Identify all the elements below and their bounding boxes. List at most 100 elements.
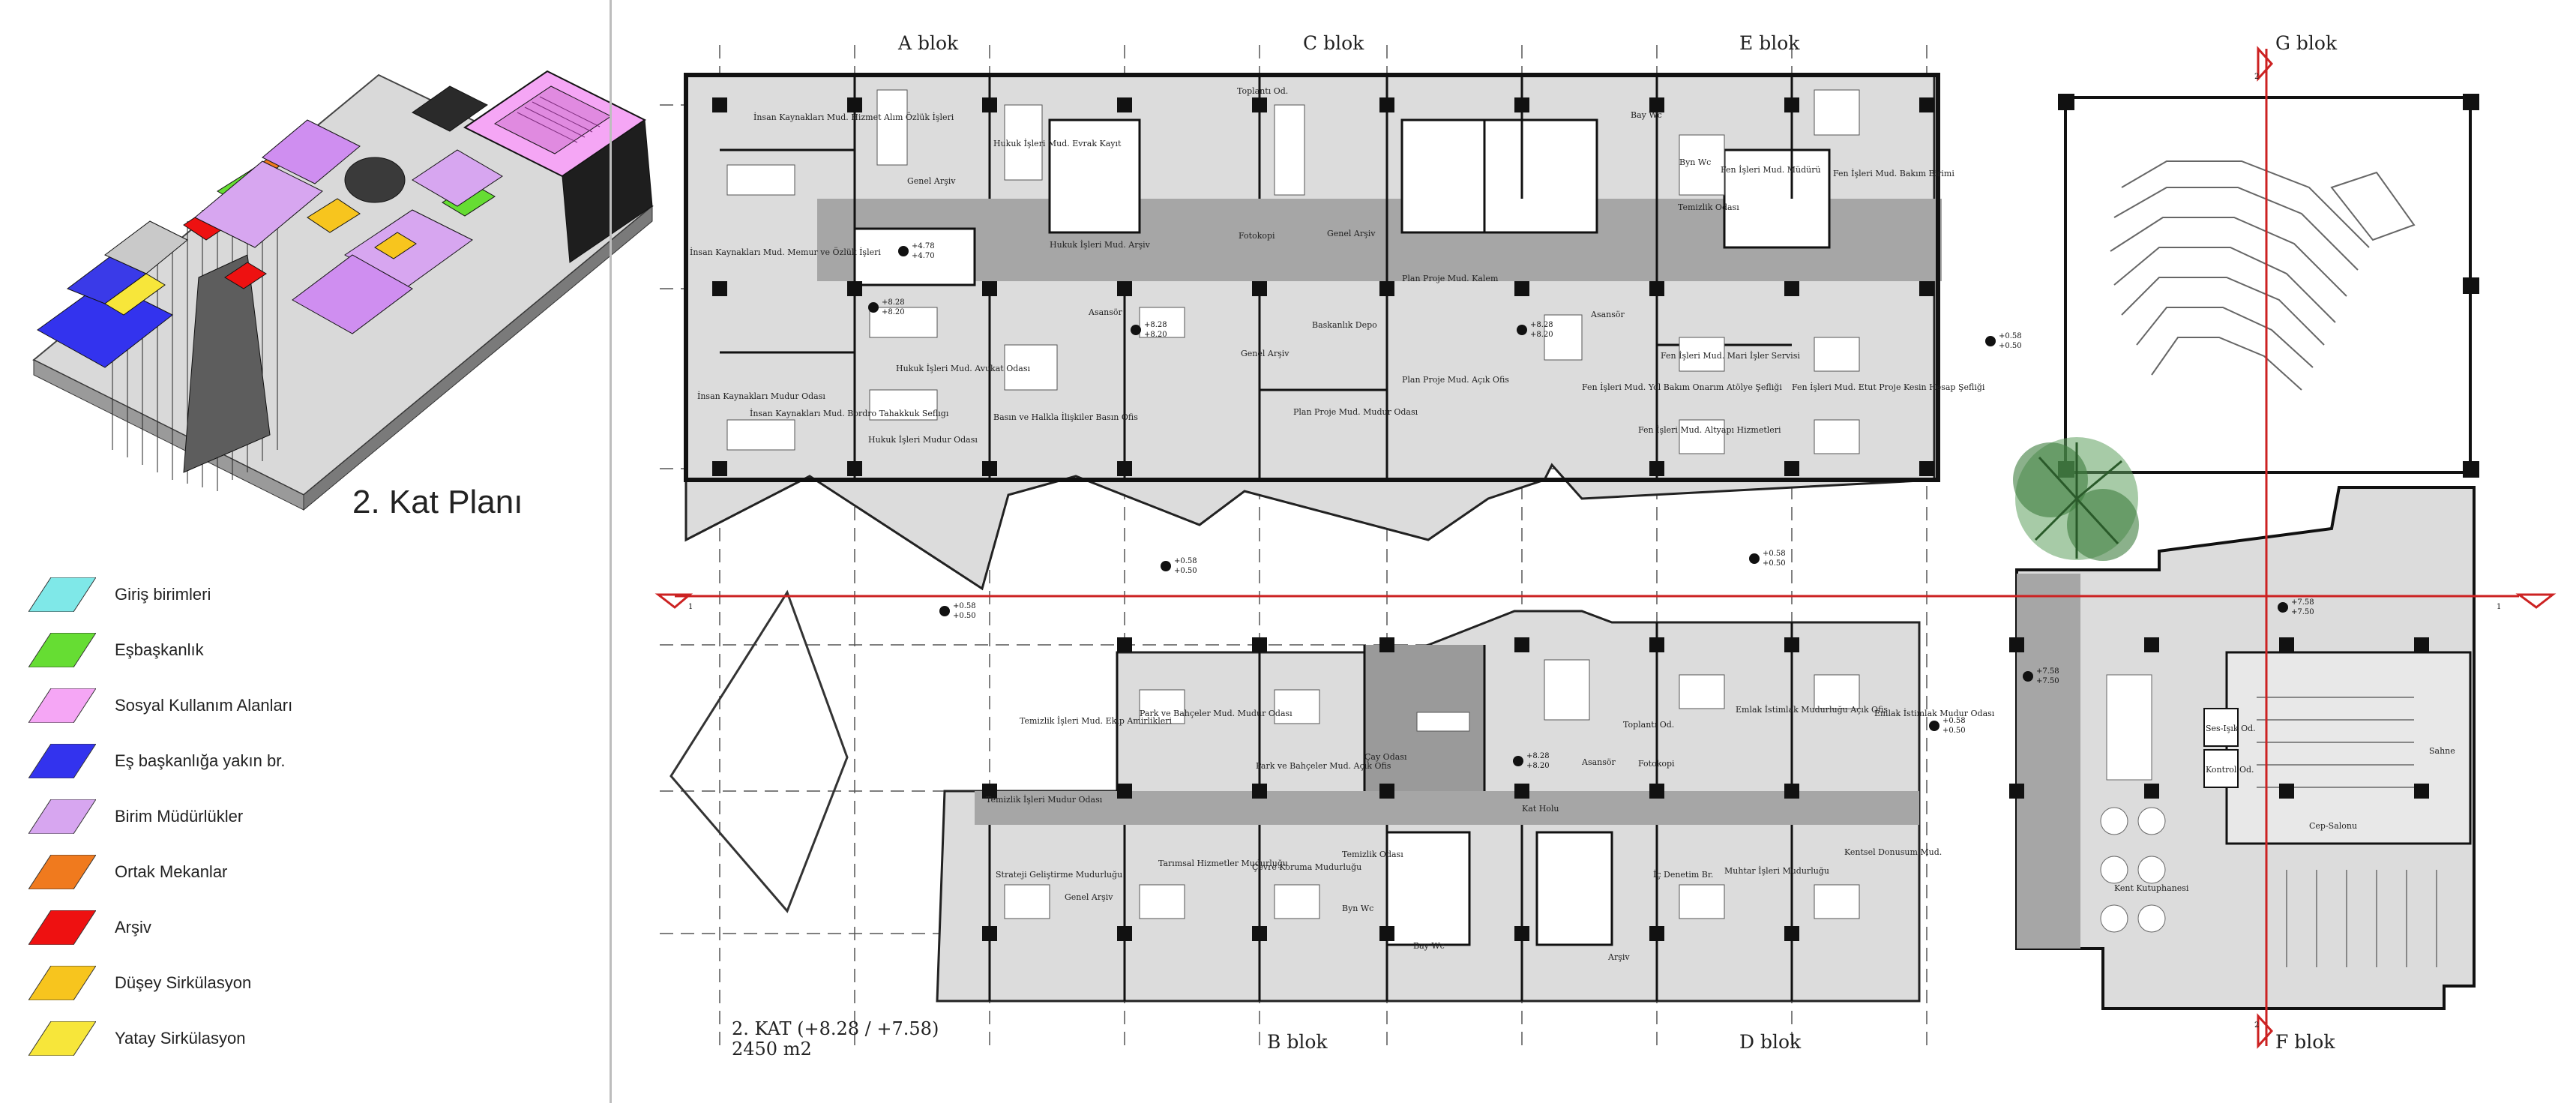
level-marker: +4.78 +4.70: [898, 242, 935, 260]
level-marker: +7.58 +7.50: [2023, 667, 2059, 685]
axo-violet-zone-5: [412, 149, 503, 207]
plan-title: 2. Kat Planı: [352, 484, 523, 520]
room-label: İnsan Kaynakları Mud. Bordro Tahakkuk Se…: [750, 408, 949, 418]
legend-item: Sosyal Kullanım Alanları: [28, 681, 418, 736]
level-marker: +8.28 +8.20: [1513, 752, 1550, 770]
room-label: Çay Odası: [1364, 752, 1407, 762]
room-label: Genel Arşiv: [1065, 892, 1113, 902]
legend: Giriş birimleri Eşbaşkanlık Sosyal Kulla…: [28, 570, 418, 1069]
legend-label: Yatay Sirkülasyon: [115, 1029, 246, 1048]
room-label: Park ve Bahçeler Mud. Açık Ofis: [1256, 761, 1391, 771]
svg-text:+8.28: +8.28: [1530, 321, 1553, 329]
room-label: Toplantı Od.: [1623, 720, 1674, 730]
svg-text:+8.28: +8.28: [882, 298, 905, 307]
room-label: Cep-Salonu: [2309, 821, 2357, 831]
room-label: Temizlik Odası: [1678, 202, 1739, 212]
legend-item: Arşiv: [28, 903, 418, 958]
room-label: Asansör: [1581, 757, 1616, 767]
room-label: Park ve Bahçeler Mud. Mudur Odası: [1140, 709, 1292, 718]
legend-label: Birim Müdürlükler: [115, 807, 244, 826]
section-marker-2-top: [2257, 46, 2274, 82]
svg-text:+8.20: +8.20: [1530, 331, 1553, 339]
section-label-2-top: 2: [2254, 73, 2259, 81]
legend-item: Yatay Sirkülasyon: [28, 1014, 418, 1069]
svg-text:+4.78: +4.78: [912, 242, 935, 250]
legend-label: Giriş birimleri: [115, 585, 211, 604]
room-label: Kat Holu: [1522, 804, 1559, 814]
room-label: Genel Arşiv: [907, 176, 956, 186]
block-label-d: D blok: [1739, 1031, 1802, 1053]
left-panel: 2. Kat Planı Giriş birimleri Eşbaşkanlık…: [0, 0, 654, 1103]
legend-label: Ortak Mekanlar: [115, 862, 228, 881]
f-block-hall: [2017, 574, 2080, 949]
svg-text:+0.58: +0.58: [1763, 550, 1786, 558]
gallery-void-a: [853, 227, 976, 286]
svg-text:+8.28: +8.28: [1526, 752, 1550, 760]
section-marker-2-bottom: [2257, 1013, 2274, 1049]
room-label: Genel Arşiv: [1241, 349, 1289, 358]
section-label-2-bottom: 2: [2254, 1021, 2259, 1030]
room-label: Fen İşleri Mud. Mari İşler Servisi: [1661, 350, 1800, 361]
stage-platform: [2330, 171, 2416, 241]
room-label: Kentsel Donusum Mud.: [1844, 847, 1942, 857]
room-label: Bay Wc: [1631, 110, 1662, 120]
room-label: Kontrol Od.: [2206, 765, 2254, 775]
ses-isik-room: [2203, 708, 2239, 747]
room-label: İnsan Kaynakları Mudur Odası: [697, 391, 825, 401]
room-label: Fen İşleri Mud. Yol Bakım Onarım Atölye …: [1582, 382, 1782, 392]
room-label: Emlak İstimlak Mudurluğu Açık Ofis: [1736, 704, 1888, 715]
auditorium-seating: [2110, 160, 2370, 391]
axo-dark-block-2: [412, 85, 488, 132]
room-label: Plan Proje Mud. Açık Ofis: [1402, 375, 1509, 385]
f-block-columns: [2009, 637, 2429, 799]
room-label: Byn Wc: [1679, 157, 1711, 167]
axo-atrium: [183, 254, 271, 473]
room-label: Arşiv: [1607, 952, 1630, 962]
legend-label: Düşey Sirkülasyon: [115, 973, 252, 992]
legend-item: Ortak Mekanlar: [28, 847, 418, 903]
level-marker: +0.58 +0.50: [1985, 332, 2022, 350]
block-label-a: A blok: [897, 32, 959, 54]
stair-core-b: [1385, 831, 1471, 946]
section-marker-1-right: [2515, 593, 2557, 609]
room-label: Ses-Işık Od.: [2206, 724, 2256, 733]
kontrol-room: [2203, 749, 2239, 788]
g-block-frame: [2064, 96, 2472, 474]
legend-swatch: [28, 577, 96, 612]
level-marker: +0.58 +0.50: [939, 602, 976, 620]
legend-label: Sosyal Kullanım Alanları: [115, 696, 293, 715]
svg-text:+0.50: +0.50: [1174, 567, 1197, 575]
room-label: Muhtar İşleri Mudurluğu: [1724, 865, 1829, 876]
axo-violet-zone-2: [262, 119, 361, 184]
svg-text:+8.20: +8.20: [1144, 331, 1167, 339]
level-marker: +8.28 +8.20: [868, 298, 905, 316]
room-label: Fen İşleri Mud. Etut Proje Kesin Hesap Ş…: [1792, 382, 1985, 392]
svg-text:+0.50: +0.50: [953, 612, 976, 620]
legend-swatch: [28, 1021, 96, 1056]
svg-text:+8.20: +8.20: [882, 308, 905, 316]
axo-dark-block: [562, 119, 653, 263]
room-label: Fen İşleri Mud. Bakım Birimi: [1833, 168, 1954, 178]
svg-text:+7.50: +7.50: [2036, 677, 2059, 685]
room-label: Temizlik İşleri Mudur Odası: [986, 794, 1103, 805]
legend-item: Eşbaşkanlık: [28, 625, 418, 681]
north-partitions: [720, 75, 1793, 480]
legend-item: Düşey Sirkülasyon: [28, 958, 418, 1014]
block-label-g: G blok: [2275, 32, 2338, 54]
room-label: Plan Proje Mud. Mudur Odası: [1293, 407, 1418, 417]
axo-yellow-zone-3: [374, 232, 417, 259]
room-label: Asansör: [1088, 307, 1122, 317]
axonometric-view: [32, 70, 654, 511]
library-tables: [2100, 674, 2166, 933]
south-partitions: [988, 622, 1793, 1001]
room-label: Bay Wc: [1413, 941, 1445, 951]
stair-core-e: [1483, 118, 1598, 234]
block-label-f: F blok: [2275, 1031, 2335, 1053]
block-label-e: E blok: [1739, 32, 1800, 54]
axo-violet-zone: [194, 160, 323, 248]
level-marker: +8.28 +8.20: [1131, 321, 1167, 339]
room-label: Fen İşleri Mud. Altyapı Hizmetleri: [1638, 424, 1781, 435]
room-label: Fotokopi: [1239, 231, 1275, 241]
north-wing-wall: [684, 73, 1940, 482]
svg-text:+4.70: +4.70: [912, 252, 935, 260]
